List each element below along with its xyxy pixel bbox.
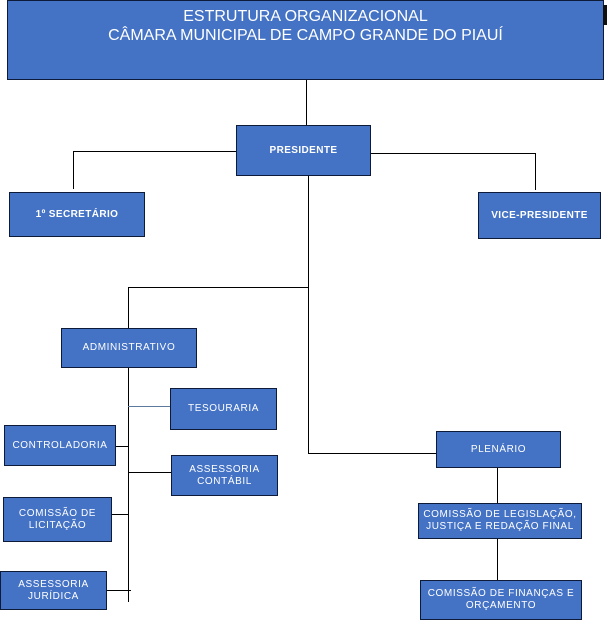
node-vice-presidente[interactable]: VICE-PRESIDENTE [478,192,601,239]
node-label: VICE-PRESIDENTE [491,209,588,221]
title-line-2: CÂMARA MUNICIPAL DE CAMPO GRANDE DO PIAU… [108,27,503,44]
node-label: PRESIDENTE [269,144,338,156]
connector-legislacao-financas [497,538,498,580]
connector-assessoria-contabil [128,472,171,473]
connector-admin-bar [128,287,308,288]
edge-mark [603,5,607,25]
connector-vice-drop [535,153,536,190]
node-label: CONTROLADORIA [12,439,108,451]
node-primeiro-secretario[interactable]: 1º SECRETÁRIO [9,192,145,237]
node-label-line2: JUSTIÇA E REDAÇÃO FINAL [426,521,574,532]
node-label-line1: ASSESSORIA [189,463,260,475]
node-label: ADMINISTRATIVO [82,342,176,353]
connector-admin-trunk [128,368,129,602]
node-label: TESOURARIA [187,403,259,414]
node-label: PLENÁRIO [470,443,527,455]
org-chart-title: ESTRUTURA ORGANIZACIONAL CÂMARA MUNICIPA… [7,0,604,80]
node-assessoria-juridica[interactable]: ASSESSORIA JURÍDICA [0,571,107,610]
connector-plenario-legislacao [497,468,498,503]
node-comissao-legislacao[interactable]: COMISSÃO DE LEGISLAÇÃO, JUSTIÇA E REDAÇÃ… [418,503,582,539]
node-label-line2: LICITAÇÃO [28,519,87,531]
node-comissao-financas[interactable]: COMISSÃO DE FINANÇAS E ORÇAMENTO [420,580,582,620]
connector-plenario [308,453,436,454]
node-plenario[interactable]: PLENÁRIO [436,431,561,468]
node-administrativo[interactable]: ADMINISTRATIVO [61,328,197,368]
node-label-line1: COMISSÃO DE FINANÇAS E [427,588,575,599]
node-label-line2: ORÇAMENTO [465,600,537,611]
connector-assessoria-juridica [107,590,131,591]
connector-secretario-drop [73,151,74,189]
node-label-line2: JURÍDICA [28,590,79,602]
node-presidente[interactable]: PRESIDENTE [236,125,371,176]
node-label: 1º SECRETÁRIO [35,208,119,220]
node-assessoria-contabil[interactable]: ASSESSORIA CONTÁBIL [171,455,278,496]
connector-admin-drop [128,287,129,329]
node-label-line1: ASSESSORIA [18,578,89,590]
connector-presidente-trunk [308,175,309,454]
connector-tesouraria [128,406,170,407]
connector-title-presidente [306,80,307,126]
connector-comissao-licitacao [112,514,128,515]
connector-presidente-right [371,153,536,154]
title-line-1: ESTRUTURA ORGANIZACIONAL [183,8,428,25]
connector-controladoria [116,446,128,447]
node-tesouraria[interactable]: TESOURARIA [170,388,277,430]
node-label-line1: COMISSÃO DE LEGISLAÇÃO, [423,509,577,520]
node-controladoria[interactable]: CONTROLADORIA [4,425,116,466]
connector-presidente-left [73,151,237,152]
node-comissao-licitacao[interactable]: COMISSÃO DE LICITAÇÃO [3,497,112,542]
node-label-line1: COMISSÃO DE [18,507,97,519]
node-label-line2: CONTÁBIL [197,475,252,487]
